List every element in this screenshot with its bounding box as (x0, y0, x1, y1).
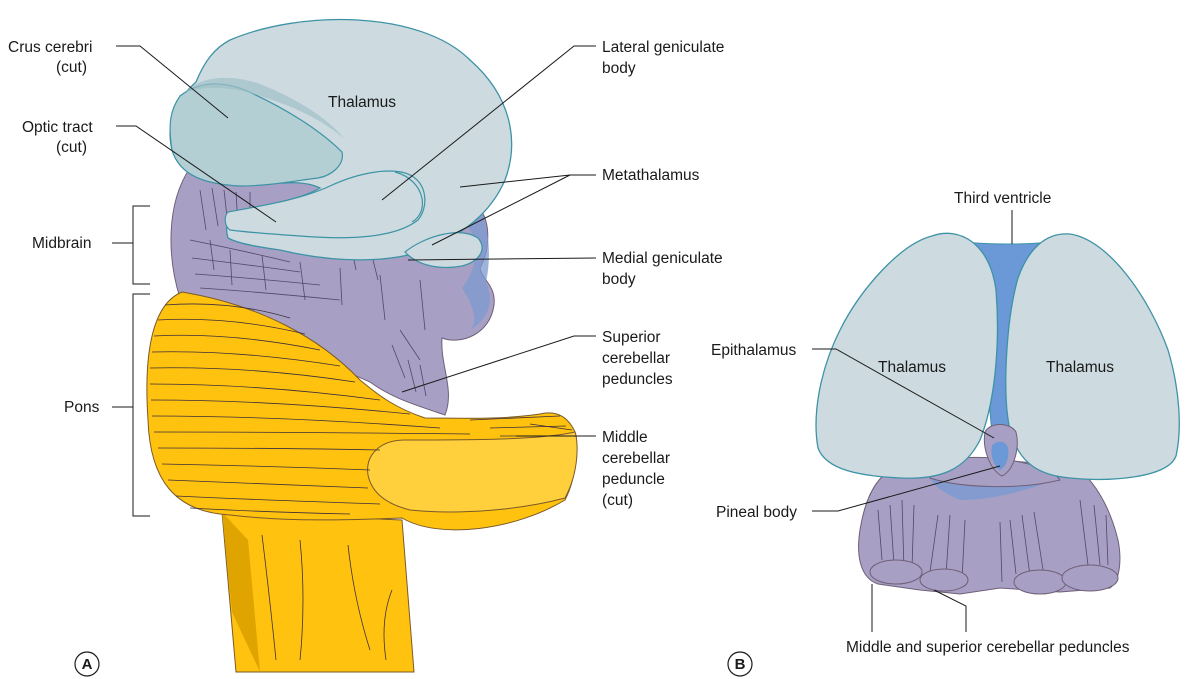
label-lateral-geniculate-1: Lateral geniculate (602, 39, 724, 56)
thalamus-left-shape (816, 233, 997, 478)
peduncle-cut-midright (1014, 570, 1066, 594)
label-third-ventricle: Third ventricle (954, 190, 1051, 207)
middle-peduncle-cut (368, 432, 577, 512)
label-pineal-body: Pineal body (716, 504, 797, 521)
label-midbrain: Midbrain (32, 235, 91, 252)
label-lateral-geniculate-2: body (602, 60, 636, 77)
label-optic-tract-1: Optic tract (22, 119, 93, 136)
label-thalamus-a: Thalamus (328, 94, 396, 111)
label-thalamus-b-right: Thalamus (1046, 359, 1114, 376)
label-crus-cerebri-2: (cut) (56, 59, 87, 76)
peduncle-cut-midleft (920, 569, 968, 591)
peduncle-cut-left (870, 560, 922, 584)
panel-a: Crus cerebri (cut) Optic tract (cut) Mid… (8, 20, 724, 676)
label-medial-geniculate-2: body (602, 271, 636, 288)
label-crus-cerebri-1: Crus cerebri (8, 39, 92, 56)
panel-b-letter: B (735, 656, 746, 673)
label-peduncles-b: Middle and superior cerebellar peduncles (846, 639, 1130, 656)
label-pons: Pons (64, 399, 100, 416)
panel-b: Third ventricle Thalamus Thalamus Epitha… (711, 190, 1179, 676)
label-metathalamus: Metathalamus (602, 167, 700, 184)
label-medial-geniculate-1: Medial geniculate (602, 250, 723, 267)
label-middle-cerebellar-2: cerebellar (602, 450, 670, 467)
label-superior-cerebellar-1: Superior (602, 329, 661, 346)
label-superior-cerebellar-3: peduncles (602, 371, 673, 388)
label-middle-cerebellar-3: peduncle (602, 471, 665, 488)
label-superior-cerebellar-2: cerebellar (602, 350, 670, 367)
label-middle-cerebellar-4: (cut) (602, 492, 633, 509)
label-thalamus-b-left: Thalamus (878, 359, 946, 376)
panel-a-letter: A (82, 656, 93, 673)
thalamus-right-shape (1006, 234, 1179, 480)
bracket-midbrain (112, 206, 150, 284)
peduncle-cut-right (1062, 565, 1118, 591)
bracket-pons (112, 294, 150, 516)
label-optic-tract-2: (cut) (56, 139, 87, 156)
label-middle-cerebellar-1: Middle (602, 429, 648, 446)
label-epithalamus: Epithalamus (711, 342, 797, 359)
